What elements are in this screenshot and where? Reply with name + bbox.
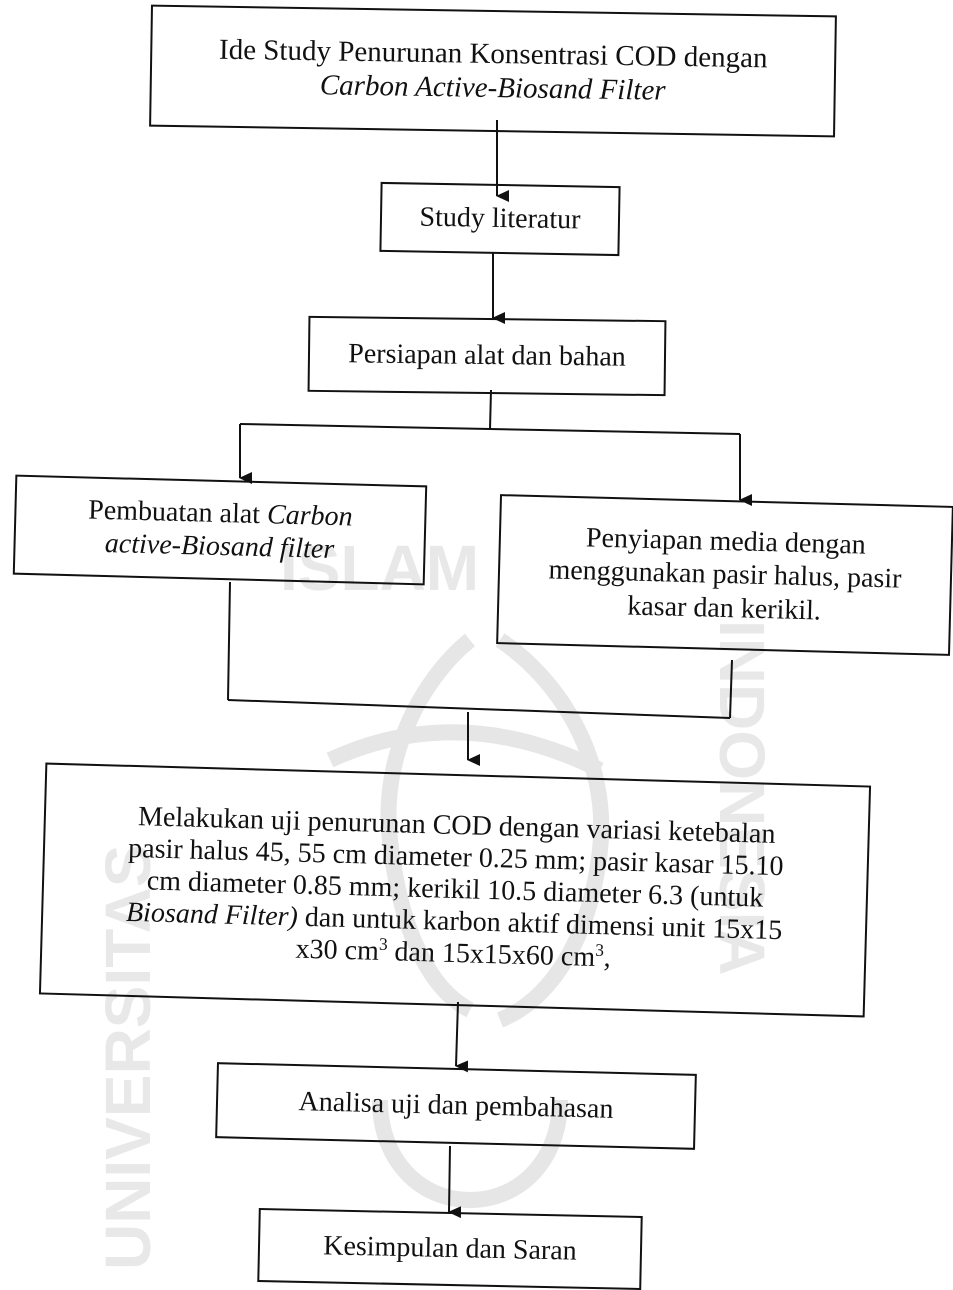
node-preparation: Persiapan alat dan bahan: [307, 315, 667, 397]
connector-test-to-analysis: [455, 1001, 469, 1073]
node-test-line5-c: ,: [603, 942, 612, 974]
connector-media-down: [729, 659, 733, 719]
node-literature: Study literatur: [379, 181, 621, 257]
node-build-filter-line2: active-Biosand filter: [104, 527, 335, 565]
connector-preparation-down: [489, 389, 492, 430]
node-idea-line2: Carbon Active-Biosand Filter: [319, 69, 666, 107]
watermark-text-right: INDONESIA: [706, 620, 778, 976]
watermark-text-top: ISLAM: [280, 532, 479, 604]
node-analysis: Analisa uji dan pembahasan: [215, 1062, 697, 1150]
node-test-line5-a: x30 cm: [295, 933, 380, 968]
connector-merge-horizontal: [227, 699, 731, 719]
connector-build-down: [227, 581, 231, 701]
connector-split-horizontal: [239, 423, 741, 435]
node-preparation-label: Persiapan alat dan bahan: [348, 338, 626, 374]
node-test-line4-italic: Biosand Filter): [125, 896, 299, 933]
node-media: Penyiapan media dengan menggunakan pasir…: [496, 494, 953, 656]
node-build-filter: Pembuatan alat Carbon active-Biosand fil…: [12, 474, 428, 586]
node-conclusion: Kesimpulan dan Saran: [257, 1207, 643, 1290]
node-build-filter-italic: Carbon: [266, 499, 353, 533]
seal-shape-base: [372, 1099, 568, 1209]
node-media-line3: kasar dan kerikil.: [626, 589, 822, 627]
node-test-line5-b: dan 15x15x60 cm: [387, 936, 596, 974]
seal-shape-left: [380, 633, 476, 1018]
connector-analysis-to-conclusion: [448, 1145, 462, 1219]
watermark-text-left: UNIVERSITAS: [92, 844, 164, 1270]
seal-shape-band: [326, 724, 604, 778]
node-literature-label: Study literatur: [419, 202, 581, 236]
node-conclusion-label: Kesimpulan dan Saran: [322, 1230, 578, 1268]
node-idea: Ide Study Penurunan Konsentrasi COD deng…: [149, 4, 837, 138]
seal-shape-right: [495, 633, 610, 1028]
node-build-filter-prefix: Pembuatan alat: [87, 494, 268, 531]
node-idea-line1: Ide Study Penurunan Konsentrasi COD deng…: [218, 33, 768, 75]
node-analysis-label: Analisa uji dan pembahasan: [298, 1086, 614, 1126]
node-test: Melakukan uji penurunan COD dengan varia…: [38, 762, 872, 1018]
